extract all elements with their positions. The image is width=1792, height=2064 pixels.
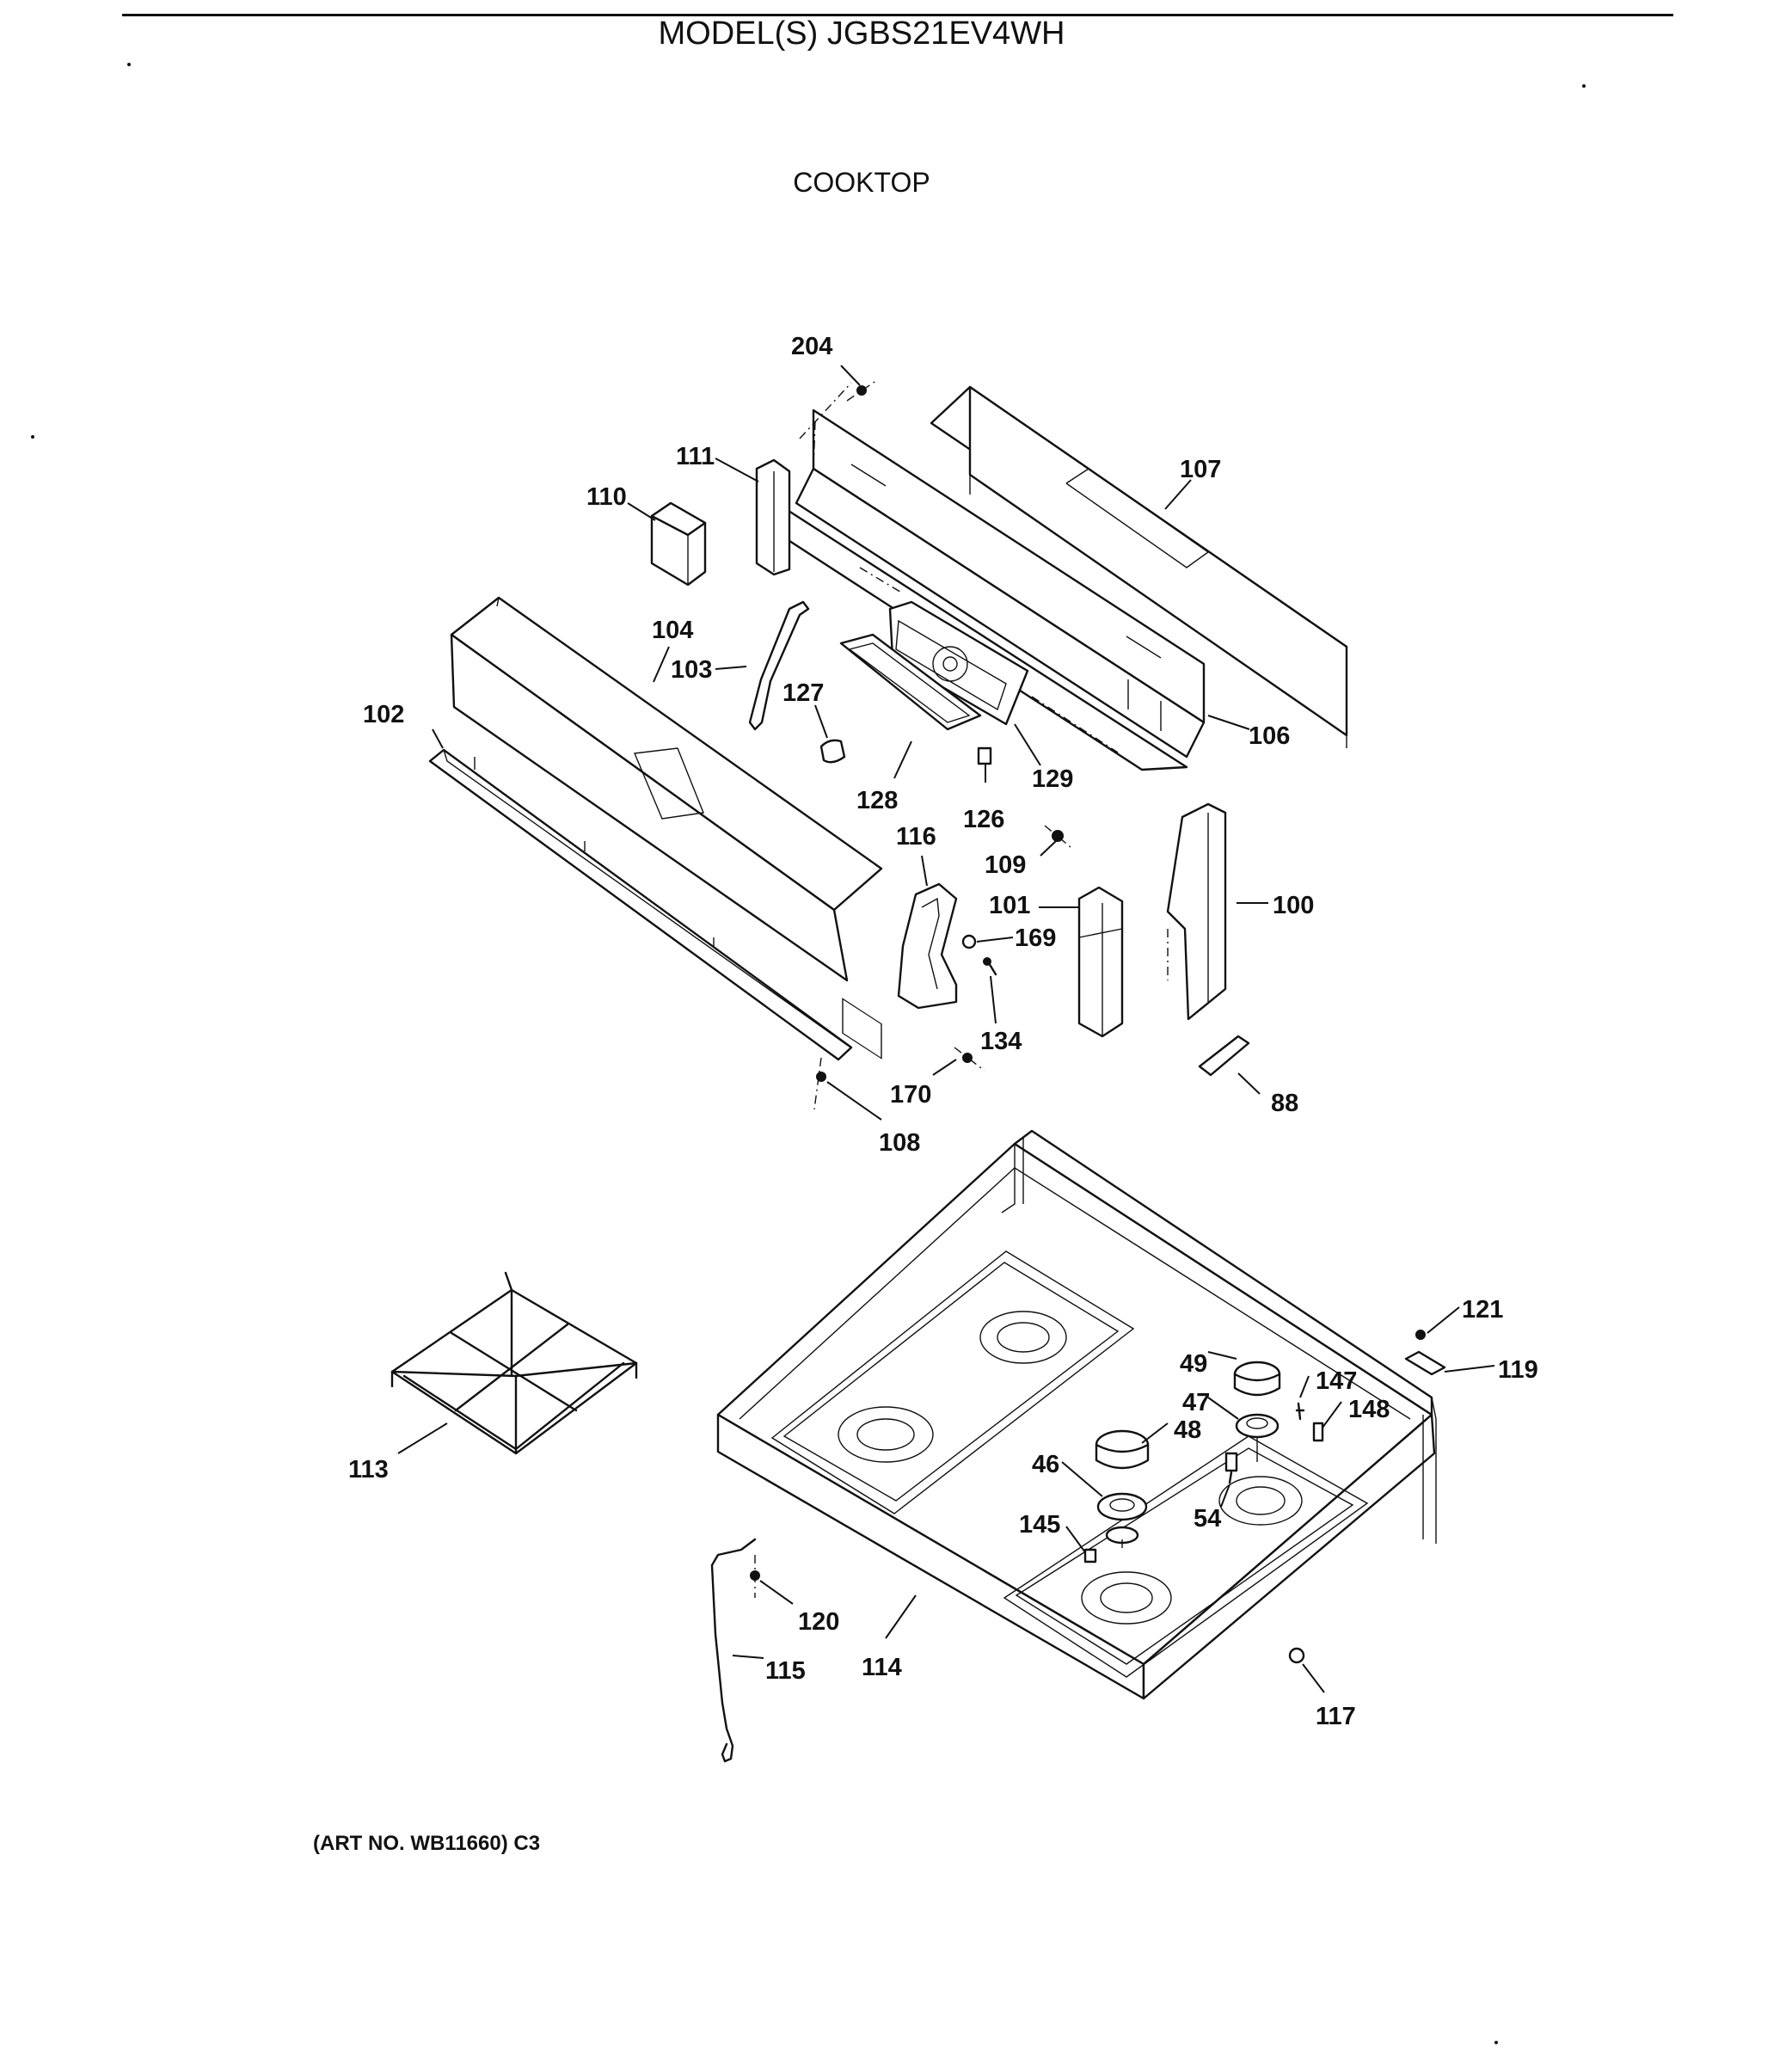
callout-115: 115 — [765, 1657, 806, 1685]
part-114-cooktop — [716, 1129, 1437, 1700]
part-204-screw — [846, 379, 878, 402]
callout-103: 103 — [671, 656, 712, 684]
callout-100: 100 — [1273, 892, 1314, 919]
part-102-trim — [428, 748, 853, 1061]
callout-54: 54 — [1194, 1505, 1221, 1533]
part-128-lens — [839, 633, 982, 731]
part-109-screw — [1044, 825, 1071, 848]
callout-128: 128 — [856, 787, 898, 814]
callout-110: 110 — [586, 483, 627, 511]
callout-120: 120 — [798, 1608, 839, 1636]
callout-126: 126 — [963, 806, 1004, 833]
part-134-screw — [983, 957, 997, 976]
part-110-component — [650, 501, 707, 587]
part-106-backsplash — [782, 408, 1206, 1060]
part-117-foot — [1288, 1647, 1305, 1664]
header-rule — [122, 14, 1673, 16]
callout-111: 111 — [676, 443, 715, 470]
callout-107: 107 — [1180, 456, 1221, 483]
callout-127: 127 — [782, 679, 824, 707]
part-113-grate — [390, 1271, 638, 1455]
callout-134: 134 — [980, 1028, 1022, 1055]
part-108-screw — [813, 1057, 826, 1110]
callout-170: 170 — [890, 1081, 931, 1109]
callout-145: 145 — [1019, 1511, 1060, 1539]
callout-101: 101 — [989, 892, 1030, 919]
callout-46: 46 — [1032, 1451, 1059, 1478]
part-48-burner-cap — [1095, 1429, 1150, 1470]
part-49-burner-cap — [1233, 1361, 1281, 1397]
part-148-clip — [1312, 1422, 1324, 1442]
callout-121: 121 — [1462, 1296, 1503, 1324]
part-116-end-cap — [897, 882, 958, 1010]
part-145-orifice — [1083, 1548, 1097, 1563]
part-120-screw — [750, 1555, 760, 1598]
callout-48: 48 — [1174, 1416, 1201, 1444]
callout-109: 109 — [985, 851, 1026, 879]
part-103-rod — [748, 600, 810, 731]
part-170-screw — [954, 1047, 985, 1072]
part-111-bracket — [755, 458, 791, 576]
art-number: (ART NO. WB11660) C3 — [313, 1832, 541, 1855]
part-46-burner-head — [1096, 1492, 1148, 1548]
callout-47: 47 — [1182, 1389, 1210, 1416]
callout-129: 129 — [1032, 765, 1073, 793]
part-147-spring — [1295, 1402, 1305, 1421]
part-101-side-bracket — [1077, 886, 1124, 1038]
callout-169: 169 — [1015, 924, 1056, 952]
part-100-side-panel — [1166, 802, 1227, 1021]
leader-lines — [397, 365, 1495, 1693]
callout-88: 88 — [1271, 1090, 1298, 1117]
callout-148: 148 — [1348, 1396, 1390, 1423]
part-115-gas-tube — [710, 1538, 757, 1763]
callout-104: 104 — [652, 617, 693, 644]
part-47-burner-head — [1235, 1413, 1280, 1462]
section-title: COOKTOP — [793, 167, 930, 198]
model-title: MODEL(S) JGBS21EV4WH — [658, 15, 1065, 52]
callout-147: 147 — [1316, 1367, 1357, 1395]
callout-108: 108 — [879, 1129, 920, 1157]
callout-113: 113 — [348, 1456, 389, 1484]
part-54-electrode — [1224, 1452, 1238, 1484]
callout-204: 204 — [791, 333, 832, 360]
callout-119: 119 — [1498, 1356, 1538, 1384]
part-127-knob — [819, 739, 846, 764]
callout-102: 102 — [363, 701, 404, 728]
part-121-screw — [1415, 1330, 1426, 1340]
part-107-top-cover — [930, 385, 1348, 748]
part-119-bracket — [1404, 1350, 1446, 1376]
part-169-nut — [961, 934, 977, 949]
callout-49: 49 — [1180, 1350, 1207, 1378]
part-126-clip — [977, 746, 992, 765]
part-104-control-panel — [450, 596, 883, 982]
callout-117: 117 — [1316, 1703, 1356, 1730]
part-88-strip — [1198, 1035, 1250, 1077]
callout-116: 116 — [896, 823, 936, 851]
callout-114: 114 — [862, 1654, 902, 1681]
callout-106: 106 — [1249, 722, 1290, 750]
